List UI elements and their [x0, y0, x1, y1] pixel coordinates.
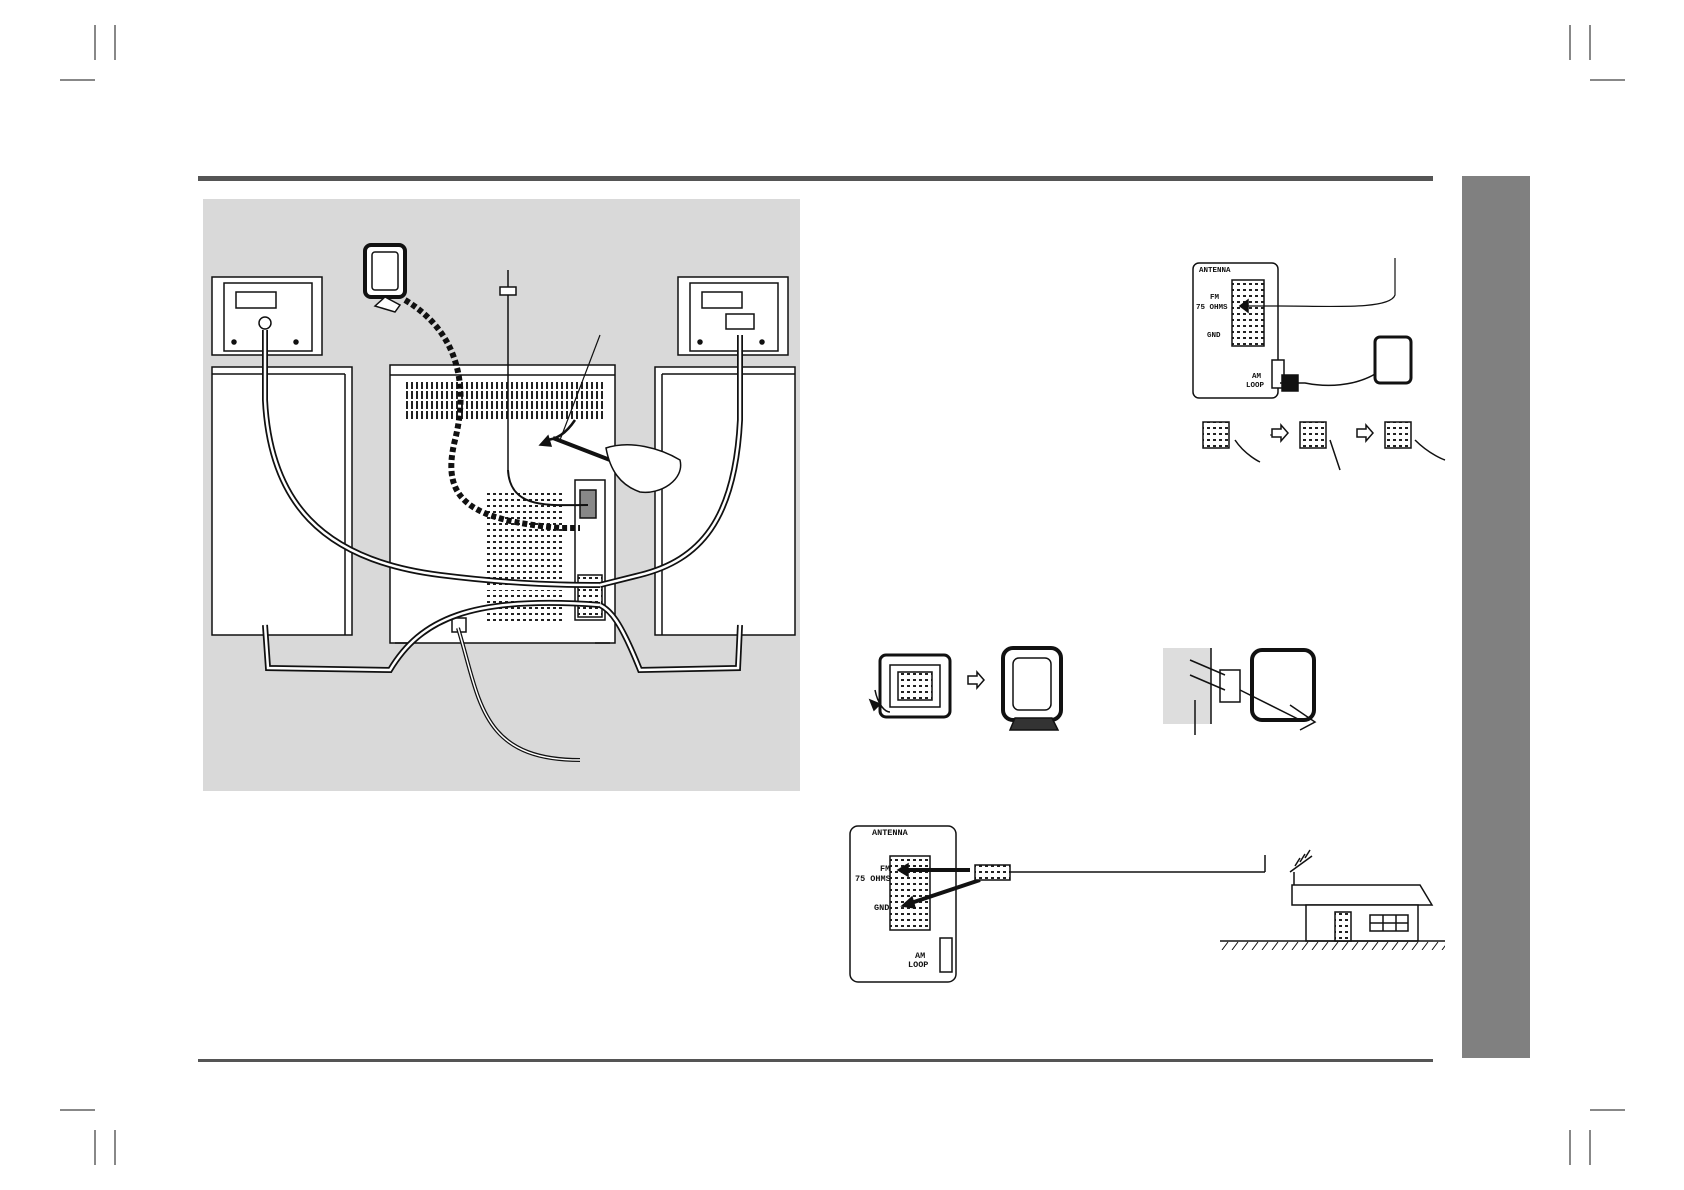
arrow-right-icon: [1356, 423, 1374, 443]
connection-figure: [211, 243, 796, 762]
wall-mount-diagram: [1163, 648, 1317, 735]
crop-marks: [60, 25, 1625, 1165]
footer-rule: [198, 1059, 1433, 1062]
am-label: AM: [1252, 373, 1262, 381]
arrow-right-icon: [1271, 423, 1289, 443]
antenna-title: ANTENNA: [872, 828, 909, 838]
antenna-connection-diagram-bottom: ANTENNA FM 75 OHMS GND AM LOOP: [849, 825, 1265, 983]
loop-label: LOOP: [908, 960, 928, 970]
am-loop-assembly-diagram: [868, 646, 1063, 731]
main-unit-icon: [389, 364, 616, 644]
header-rule: [198, 176, 1433, 181]
screwdriver-hand-icon: [538, 334, 682, 494]
loop-label: LOOP: [1246, 382, 1265, 390]
am-loop-antenna-icon: [363, 243, 407, 313]
ohms-label: 75 OHMS: [1196, 304, 1228, 312]
speaker-icon: [211, 276, 353, 636]
gnd-label: GND: [874, 903, 889, 913]
antenna-connection-diagram-top: ANTENNA FM 75 OHMS GND AM LOOP: [1192, 258, 1446, 471]
gnd-label: GND: [1207, 332, 1221, 340]
am-label: AM: [915, 951, 925, 961]
antenna-title: ANTENNA: [1199, 267, 1231, 275]
arrow-right-icon: [967, 670, 985, 690]
side-tab: [1462, 176, 1530, 1058]
fm-label: FM: [880, 864, 890, 874]
fm-wire-antenna-icon: [499, 270, 589, 507]
ohms-label: 75 OHMS: [855, 874, 891, 884]
fm-label: FM: [1210, 294, 1220, 302]
outdoor-antenna-house-icon: [1220, 849, 1445, 951]
